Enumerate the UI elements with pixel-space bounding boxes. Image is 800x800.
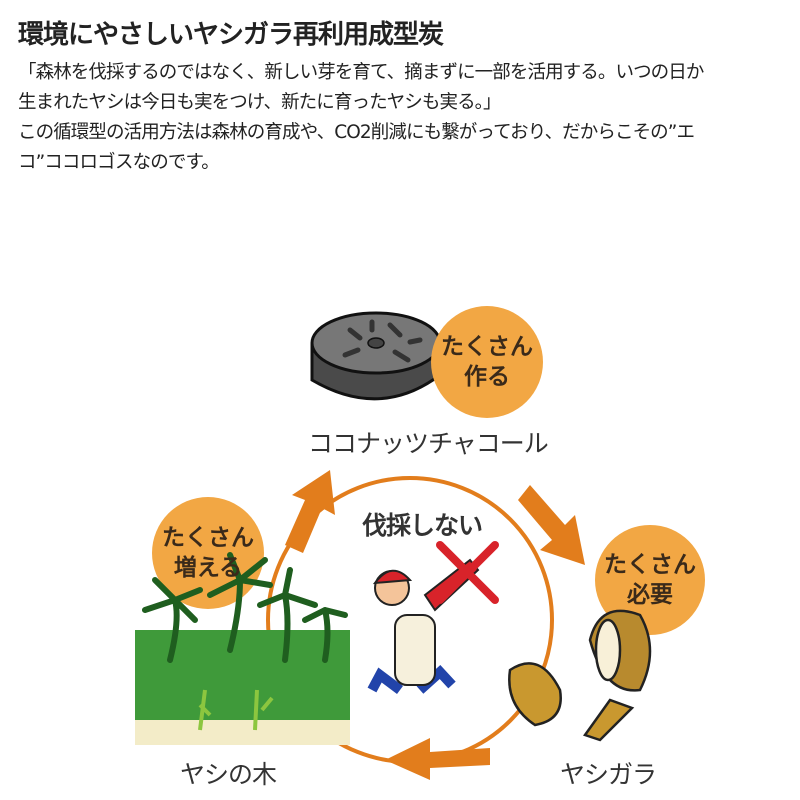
charcoal-label: ココナッツチャコール: [308, 429, 549, 458]
description-line: 「森林を伐採するのではなく、新しい芽を育て、摘まずに一部を活用する。いつの日か: [18, 62, 704, 83]
bubble-make-text: たくさん作る: [427, 332, 547, 392]
description-line: 生まれたヤシは今日も実をつけ、新たに育ったヤシも実る。」: [18, 92, 502, 113]
bubble-line: たくさん: [604, 552, 696, 578]
bubble-line: たくさん: [441, 334, 533, 360]
description-line: この循環型の活用方法は森林の育成や、CO2削減にも繋がっており、だからこその”エ: [18, 122, 695, 143]
prohibited-x-icon: [436, 541, 499, 604]
bubble-line: たくさん: [162, 525, 254, 551]
bubble-line: 必要: [627, 582, 673, 608]
arrow-icon: [385, 738, 490, 780]
bubble-line: 増える: [173, 555, 243, 581]
arrow-icon: [518, 485, 585, 565]
bubble-line: 作る: [464, 364, 510, 390]
bubble-grow-text: たくさん増える: [148, 523, 268, 583]
charcoal-icon: [310, 311, 442, 401]
no-logging-label: 伐採しない: [362, 511, 483, 540]
palm-trees-icon: [135, 552, 350, 745]
coconut-shell-icon: [508, 609, 652, 742]
description: 「森林を伐採するのではなく、新しい芽を育て、摘まずに一部を活用する。いつの日か …: [18, 58, 793, 178]
bubble-need-text: たくさん必要: [590, 550, 710, 610]
page-title: 環境にやさしいヤシガラ再利用成型炭: [18, 20, 444, 50]
bubble-make: [431, 306, 543, 418]
arrow-icon: [285, 470, 335, 553]
coconut-shell-label: ヤシガラ: [560, 760, 657, 789]
palm-tree-label: ヤシの木: [180, 760, 277, 789]
description-line: コ”ココロゴスなのです。: [18, 152, 220, 173]
bubble-need: [595, 525, 705, 635]
